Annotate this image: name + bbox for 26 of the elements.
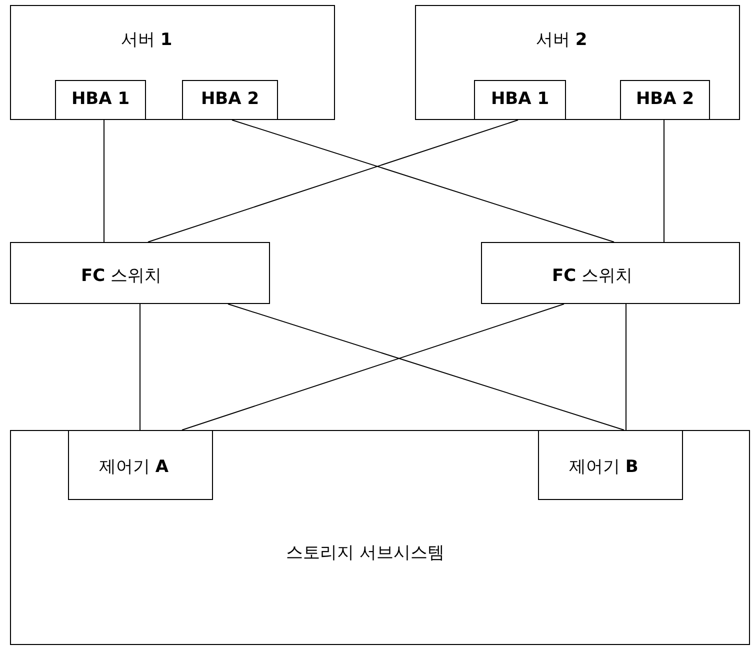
connector-line [182,304,564,430]
box-label: 제어기 B [569,457,638,477]
box [474,80,566,120]
box-label: FC 스위치 [81,266,162,286]
box-label: HBA 1 [71,88,130,112]
box-label: HBA 2 [636,88,694,112]
box [538,430,683,500]
box [182,80,278,120]
box-label: 서버 1 [121,30,172,50]
box [415,5,740,120]
box [55,80,146,120]
box-label: FC 스위치 [552,266,632,286]
connector-line [148,120,518,242]
box [481,242,740,304]
box [10,242,270,304]
box-label: HBA 1 [490,88,550,112]
box-label: 스토리지 서브시스템 [286,543,444,563]
box [10,430,750,645]
connector-line [232,120,614,242]
box [10,5,335,120]
box-label: 서버 2 [536,30,588,50]
box-label: HBA 2 [200,88,260,112]
box [620,80,710,120]
box [68,430,213,500]
box-label: 제어기 A [99,457,169,477]
connector-line [228,304,624,430]
